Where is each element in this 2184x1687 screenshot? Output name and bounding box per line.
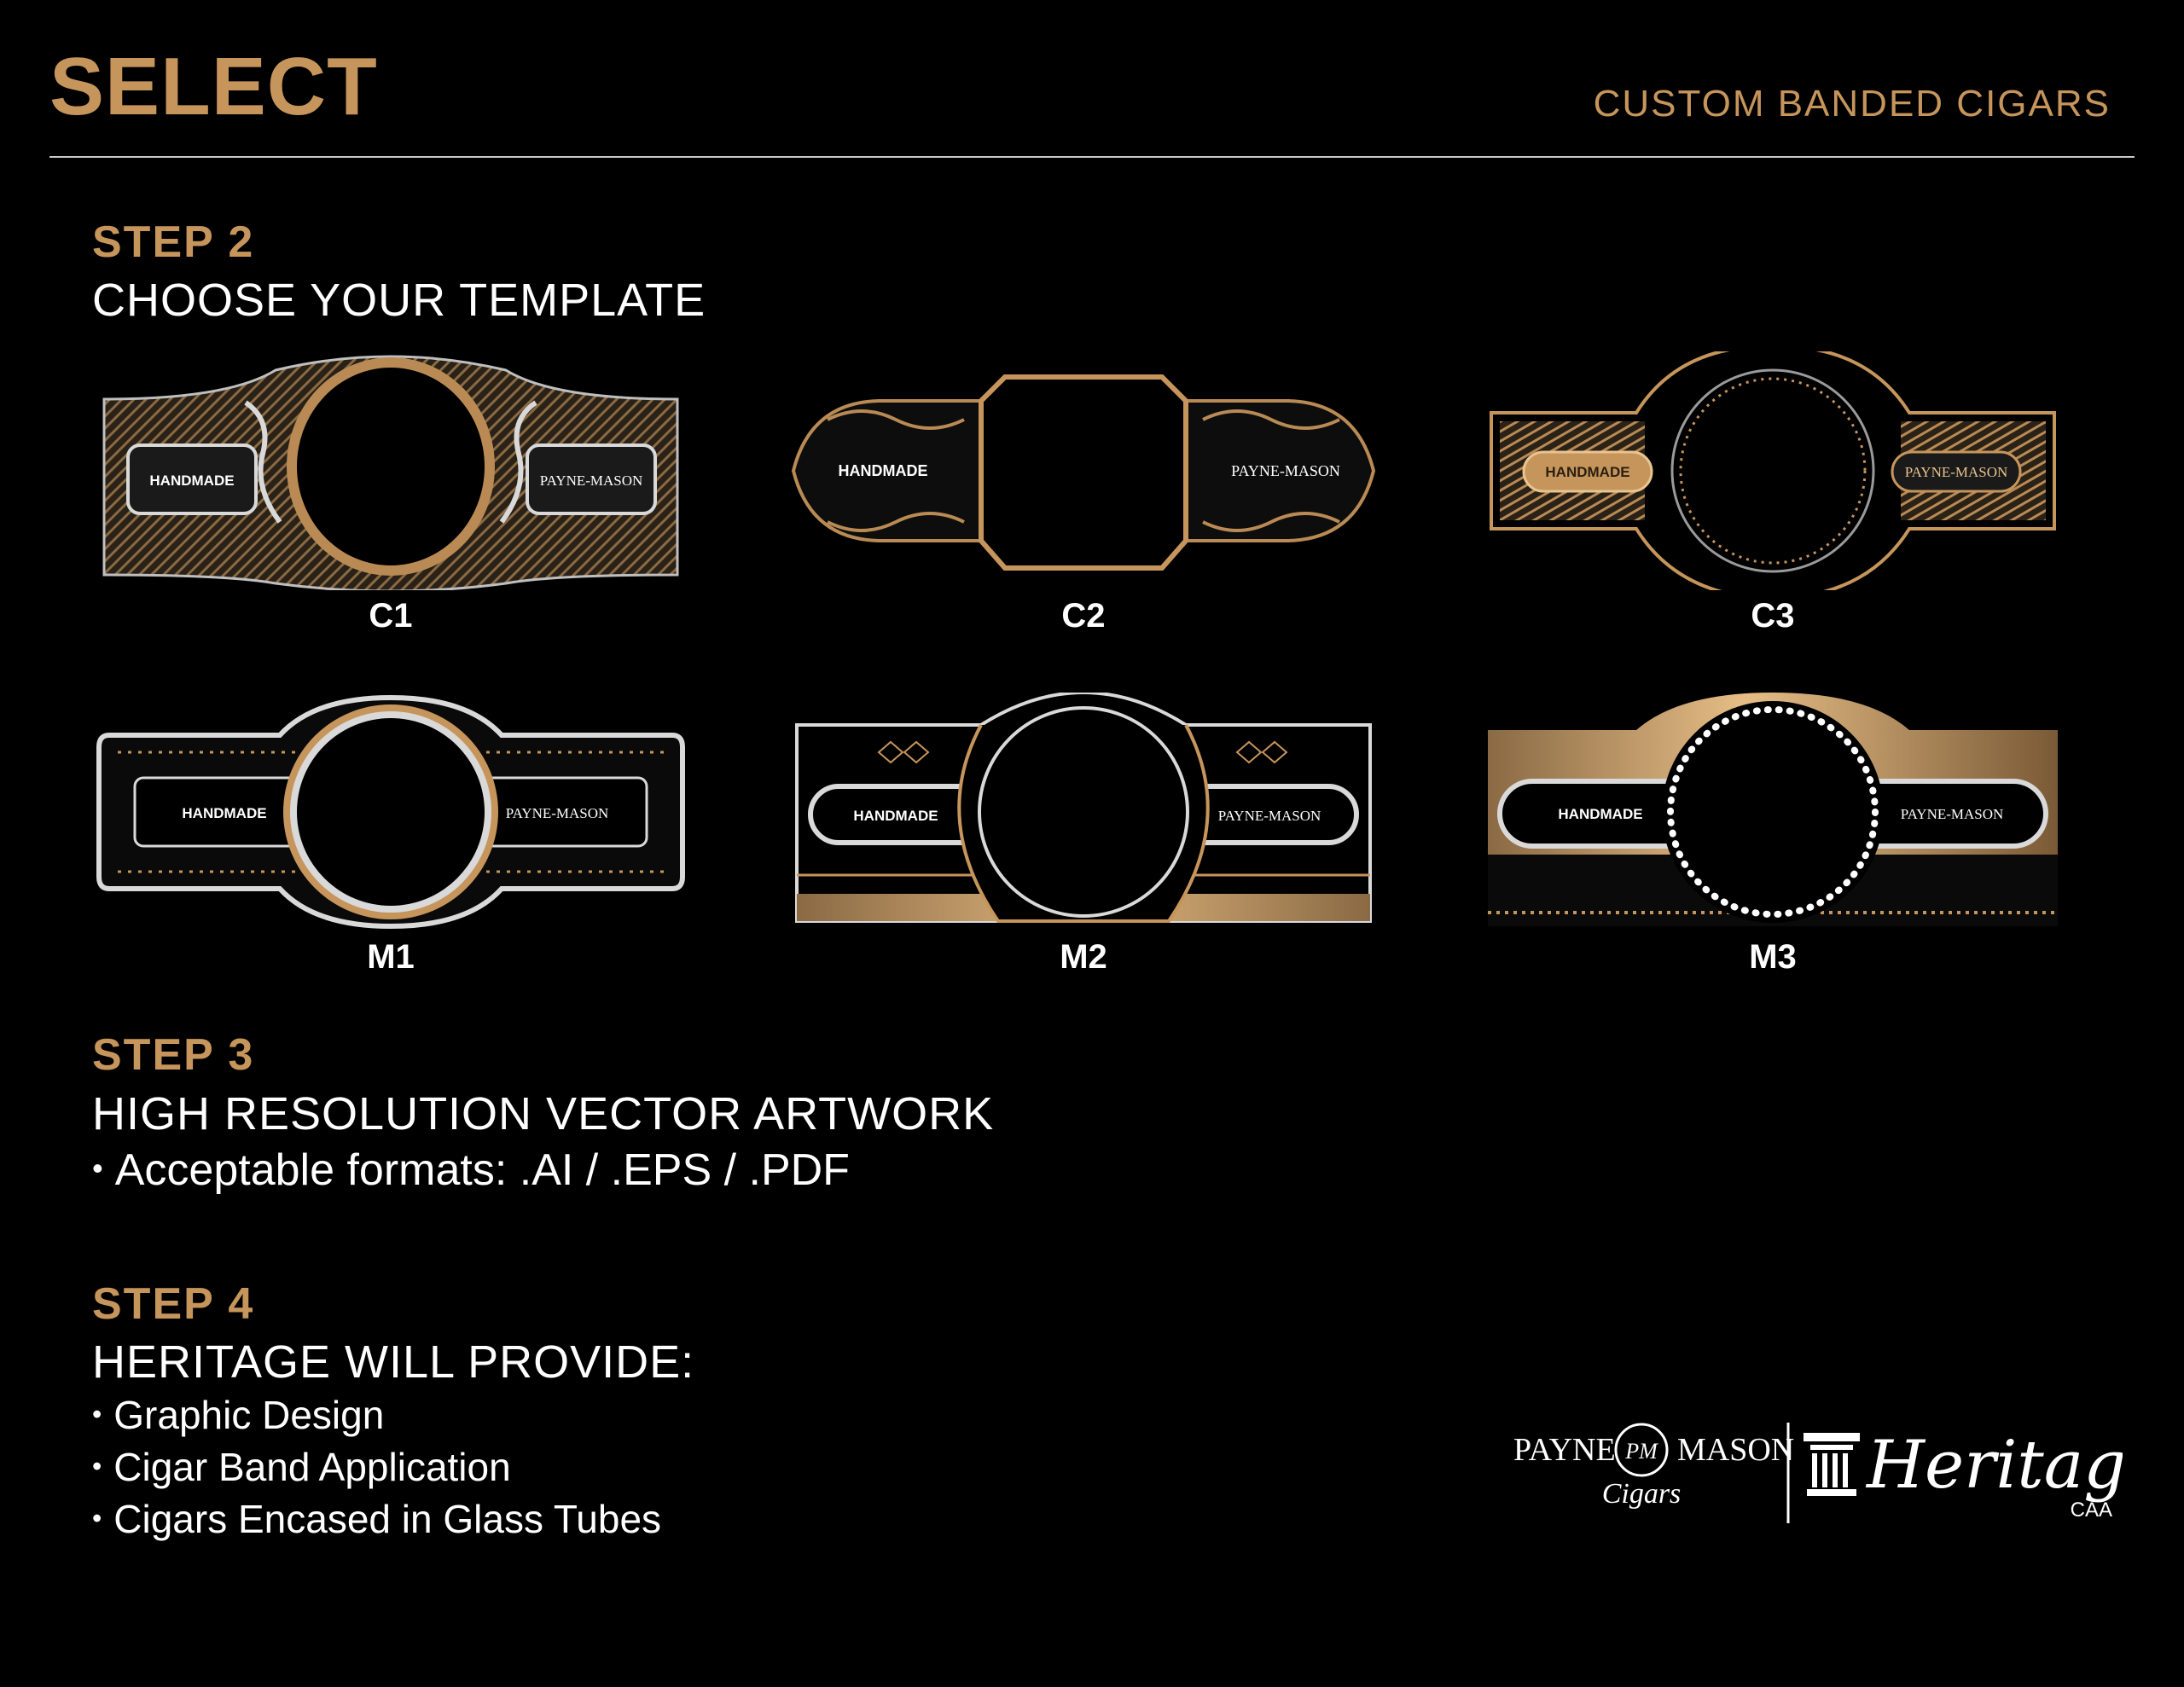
step2-label: STEP 2 [92, 217, 255, 267]
template-label-m3: M3 [1749, 938, 1797, 976]
step3-label: STEP 3 [92, 1030, 255, 1080]
band-m1-artwork: HANDMADE PAYNE-MASON [96, 694, 685, 930]
band-m2-right-text: PAYNE-MASON [1218, 808, 1321, 824]
template-card-c3[interactable]: HANDMADE PAYNE-MASON C3 [1466, 351, 2080, 641]
band-c3-left-text: HANDMADE [1545, 464, 1629, 480]
band-m2-left-text: HANDMADE [853, 808, 938, 824]
step4-item: Cigar Band Application [92, 1447, 661, 1487]
template-card-m2[interactable]: HANDMADE PAYNE-MASON M2 [776, 693, 1391, 983]
template-label-m1: M1 [367, 938, 415, 976]
header-divider [49, 156, 2135, 158]
step4-item: Cigars Encased in Glass Tubes [92, 1499, 661, 1539]
template-label-c1: C1 [369, 597, 413, 635]
step4-item: Graphic Design [92, 1395, 661, 1435]
band-c2-right-text: PAYNE-MASON [1231, 462, 1340, 479]
template-card-c1[interactable]: HANDMADE PAYNE-MASON C1 [84, 351, 698, 641]
band-m2-artwork: HANDMADE PAYNE-MASON [795, 693, 1372, 923]
step3-heading: HIGH RESOLUTION VECTOR ARTWORK [92, 1088, 995, 1139]
step2-heading: CHOOSE YOUR TEMPLATE [92, 275, 706, 326]
logo-caa-text: CAA [2071, 1499, 2112, 1522]
step4-label: STEP 4 [92, 1279, 255, 1329]
band-c3-artwork: HANDMADE PAYNE-MASON [1490, 351, 2056, 590]
template-label-m2: M2 [1060, 938, 1107, 976]
band-c1-left-text: HANDMADE [149, 472, 234, 489]
template-label-c2: C2 [1061, 597, 1106, 635]
band-m1-left-text: HANDMADE [182, 805, 266, 821]
brand-title: SELECT [49, 41, 378, 132]
band-c2-artwork: HANDMADE PAYNE-MASON [791, 374, 1376, 571]
logo-mason-text: MASON [1677, 1432, 1794, 1468]
band-m1-right-text: PAYNE-MASON [506, 805, 609, 821]
logo-monogram-text: PM [1624, 1439, 1658, 1464]
logo-cigars-text: Cigars [1602, 1478, 1682, 1510]
step3-item: Acceptable formats: .AI / .EPS / .PDF [92, 1148, 850, 1192]
template-card-c2[interactable]: HANDMADE PAYNE-MASON C2 [776, 351, 1391, 641]
band-c2-left-text: HANDMADE [839, 462, 928, 479]
band-m3-left-text: HANDMADE [1558, 806, 1642, 822]
logo-heritage-text: Heritage [1865, 1427, 2123, 1504]
template-label-c3: C3 [1751, 597, 1795, 635]
template-card-m3[interactable]: HANDMADE PAYNE-MASON M3 [1466, 693, 2080, 983]
footer-logos: PAYNE PM MASON Cigars Heritage CAA [1508, 1416, 2165, 1535]
band-m3-right-text: PAYNE-MASON [1901, 806, 2004, 822]
band-c1-right-text: PAYNE-MASON [540, 472, 643, 489]
partner-logos: PAYNE PM MASON Cigars Heritage CAA [1513, 1423, 2165, 1523]
template-card-m1[interactable]: HANDMADE PAYNE-MASON M1 [84, 693, 698, 983]
column-icon [1804, 1433, 1860, 1496]
logo-monogram-icon [1614, 1423, 1669, 1477]
header-subtitle: CUSTOM BANDED CIGARS [1593, 83, 2111, 125]
band-m3-artwork: HANDMADE PAYNE-MASON [1488, 693, 2058, 926]
step4-list: Graphic Design Cigar Band Application Ci… [92, 1395, 661, 1551]
step3-list: Acceptable formats: .AI / .EPS / .PDF [92, 1148, 850, 1192]
band-c1-artwork: HANDMADE PAYNE-MASON [102, 355, 679, 590]
step4-heading: HERITAGE WILL PROVIDE: [92, 1336, 695, 1388]
logo-payne-text: PAYNE [1513, 1432, 1616, 1468]
band-c3-right-text: PAYNE-MASON [1905, 464, 2008, 480]
